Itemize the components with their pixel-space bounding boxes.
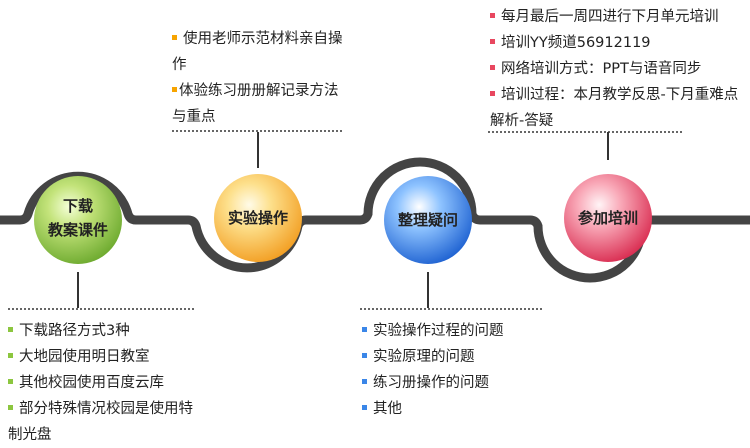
bullet-icon — [172, 86, 177, 92]
note-item: 其他校园使用百度云库 — [8, 370, 200, 396]
node-label-training: 参加培训 — [577, 209, 638, 227]
bullet-icon — [362, 404, 367, 410]
note-item: 实验原理的问题 — [362, 344, 552, 370]
notes-questions: 实验操作过程的问题 实验原理的问题 练习册操作的问题 其他 — [362, 318, 552, 422]
node-experiment — [214, 174, 302, 262]
bullet-icon — [490, 64, 495, 70]
bullet-icon — [8, 378, 13, 384]
note-item: 使用老师示范材料亲自操作 — [172, 31, 343, 73]
node-questions — [384, 176, 472, 264]
node-label-download: 下载 教案课件 — [34, 194, 122, 242]
bullet-icon — [8, 352, 13, 358]
bullet-icon — [8, 326, 13, 332]
bullet-icon — [172, 34, 177, 40]
note-item: 实验操作过程的问题 — [362, 318, 552, 344]
note-item: 其他 — [362, 396, 552, 422]
node-label-download-line2: 教案课件 — [47, 221, 108, 239]
note-item: 培训YY频道56912119 — [490, 30, 748, 56]
note-item: 练习册操作的问题 — [362, 370, 552, 396]
notes-experiment: 使用老师示范材料亲自操作 体验练习册册解记录方法与重点 — [172, 26, 344, 130]
dotted-dividers — [8, 130, 682, 310]
timeline-track — [0, 157, 750, 283]
note-item: 部分特殊情况校园是使用特制光盘 — [8, 401, 193, 443]
node-training — [564, 174, 652, 262]
bullet-icon — [362, 378, 367, 384]
node-download — [34, 176, 122, 264]
note-item: 每月最后一周四进行下月单元培训 — [490, 4, 748, 30]
notes-training: 每月最后一周四进行下月单元培训 培训YY频道56912119 网络培训方式：PP… — [490, 4, 748, 134]
notes-download: 下载路径方式3种 大地园使用明日教室 其他校园使用百度云库 部分特殊情况校园是使… — [8, 318, 200, 448]
note-item: 体验练习册册解记录方法与重点 — [172, 83, 339, 125]
bullet-icon — [490, 90, 495, 96]
node-label-experiment: 实验操作 — [227, 209, 288, 227]
note-item: 大地园使用明日教室 — [8, 344, 200, 370]
bullet-icon — [490, 12, 495, 18]
note-item: 培训过程：本月教学反思-下月重难点解析-答疑 — [490, 87, 739, 129]
node-label-questions: 整理疑问 — [397, 211, 458, 229]
bullet-icon — [490, 38, 495, 44]
bullet-icon — [8, 404, 13, 410]
bullet-icon — [362, 352, 367, 358]
note-item: 下载路径方式3种 — [8, 318, 200, 344]
note-item: 网络培训方式：PPT与语音同步 — [490, 56, 748, 82]
bullet-icon — [362, 326, 367, 332]
connectors — [77, 132, 609, 308]
node-label-download-line1: 下载 — [62, 197, 93, 215]
